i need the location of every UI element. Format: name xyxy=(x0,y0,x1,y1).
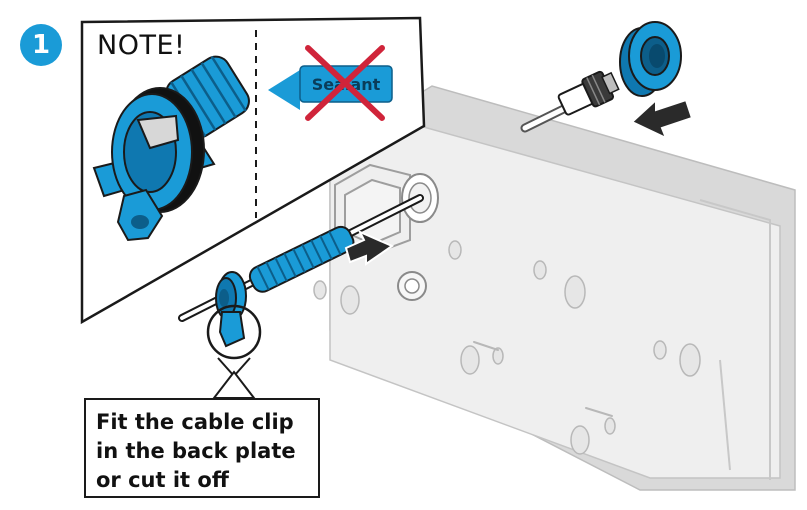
callout-line-3: or cut it off xyxy=(96,468,229,492)
note-grommet-detail xyxy=(92,55,250,242)
callout-line-2: in the back plate xyxy=(96,439,296,463)
callout-box: Fit the cable clip in the back plate or … xyxy=(84,398,320,498)
note-panel: Sealant xyxy=(80,16,426,325)
back-plate xyxy=(313,85,796,491)
arrow-left-icon xyxy=(630,97,694,140)
socket-gear xyxy=(397,271,427,301)
note-title: NOTE! xyxy=(97,30,186,61)
blue-nut xyxy=(619,21,682,97)
arrow-right-icon xyxy=(344,229,395,266)
clip-highlight-circle xyxy=(206,304,262,360)
cable-connector xyxy=(520,70,620,133)
callout-line-1: Fit the cable clip xyxy=(96,410,294,434)
callout-pointer-tip xyxy=(211,370,257,399)
step-number-badge: 1 xyxy=(20,24,62,66)
red-x-icon xyxy=(305,45,385,121)
